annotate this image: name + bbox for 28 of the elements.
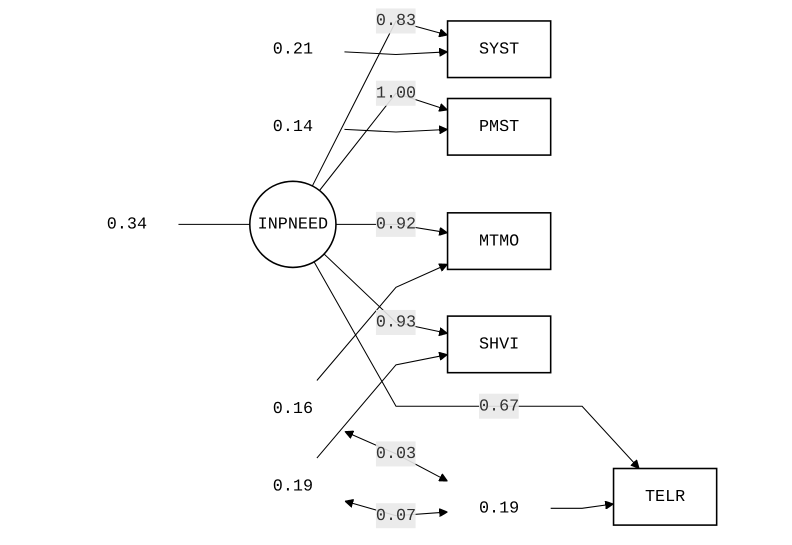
node-box: SHVI — [446, 315, 552, 374]
edge-label: 0.03 — [376, 444, 416, 464]
edge-label: 0.83 — [376, 12, 416, 30]
edge-label: 1.00 — [376, 84, 416, 103]
edge-label: 0.92 — [376, 214, 416, 234]
arrow — [314, 262, 640, 469]
edge-label: 0.93 — [376, 312, 416, 332]
node-text: 0.34 — [106, 214, 148, 234]
node-text: 0.21 — [272, 40, 314, 59]
node-circle: INPNEED — [249, 180, 337, 268]
node-box: TELR — [612, 468, 718, 526]
arrow — [344, 48, 448, 57]
edge-label: 0.67 — [478, 396, 520, 416]
node-box: MTMO — [446, 212, 552, 270]
arrow — [344, 125, 448, 134]
arrow — [316, 352, 448, 458]
arrow — [550, 500, 614, 510]
node-box: PMST — [446, 98, 552, 156]
edge-label: 0.07 — [376, 506, 416, 526]
node-text: 0.14 — [272, 117, 314, 136]
arrow — [344, 430, 448, 482]
arrow — [316, 263, 448, 381]
connector — [178, 224, 250, 225]
node-text: 0.16 — [272, 399, 314, 418]
node-text: 0.19 — [272, 476, 314, 496]
node-box: SYST — [446, 20, 552, 78]
node-text: 0.19 — [478, 498, 520, 518]
arrow — [324, 254, 448, 336]
